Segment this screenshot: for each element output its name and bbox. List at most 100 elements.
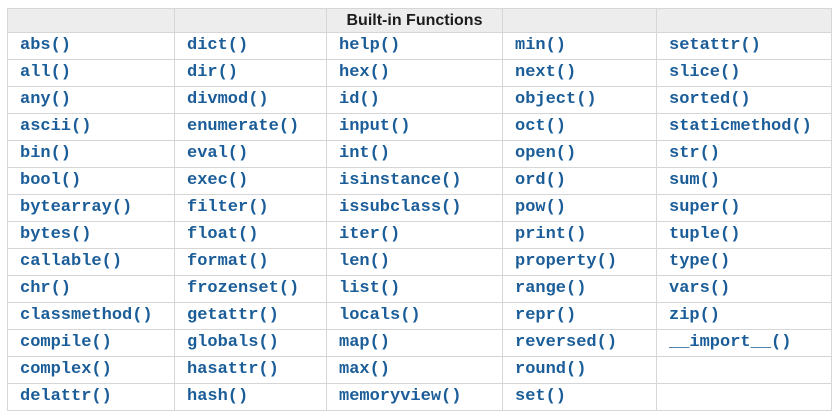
function-link[interactable]: set() (515, 387, 567, 406)
table-cell: bin() (7, 140, 175, 168)
function-link[interactable]: float() (187, 225, 259, 244)
table-cell: super() (656, 194, 832, 222)
table-title: Built-in Functions (326, 8, 503, 33)
function-link[interactable]: any() (20, 90, 72, 109)
function-link[interactable]: callable() (20, 252, 123, 271)
table-cell: map() (326, 329, 503, 357)
function-link[interactable]: tuple() (669, 225, 741, 244)
function-link[interactable]: classmethod() (20, 306, 153, 325)
function-link[interactable]: hex() (339, 63, 391, 82)
function-link[interactable]: format() (187, 252, 269, 271)
function-link[interactable]: __import__() (669, 333, 792, 352)
function-link[interactable]: delattr() (20, 387, 112, 406)
function-link[interactable]: int() (339, 144, 391, 163)
function-link[interactable]: oct() (515, 117, 567, 136)
function-link[interactable]: hasattr() (187, 360, 279, 379)
function-link[interactable]: len() (339, 252, 391, 271)
function-link[interactable]: bin() (20, 144, 72, 163)
function-link[interactable]: property() (515, 252, 618, 271)
function-link[interactable]: min() (515, 36, 567, 55)
function-link[interactable]: staticmethod() (669, 117, 812, 136)
function-link[interactable]: vars() (669, 279, 731, 298)
function-link[interactable]: slice() (669, 63, 741, 82)
function-link[interactable]: iter() (339, 225, 401, 244)
function-link[interactable]: setattr() (669, 36, 761, 55)
function-link[interactable]: type() (669, 252, 731, 271)
function-link[interactable]: ord() (515, 171, 567, 190)
table-cell: callable() (7, 248, 175, 276)
table-cell: any() (7, 86, 175, 114)
function-link[interactable]: dir() (187, 63, 239, 82)
function-link[interactable]: chr() (20, 279, 72, 298)
table-cell: staticmethod() (656, 113, 832, 141)
table-cell: bool() (7, 167, 175, 195)
table-row: all() dir() hex() next() slice() (7, 59, 832, 87)
table-cell: sorted() (656, 86, 832, 114)
table-cell: getattr() (174, 302, 327, 330)
function-link[interactable]: map() (339, 333, 391, 352)
table-cell: memoryview() (326, 383, 503, 411)
table-cell: dir() (174, 59, 327, 87)
function-link[interactable]: sorted() (669, 90, 751, 109)
function-link[interactable]: max() (339, 360, 391, 379)
function-link[interactable]: eval() (187, 144, 249, 163)
function-link[interactable]: divmod() (187, 90, 269, 109)
function-link[interactable]: enumerate() (187, 117, 300, 136)
table-cell: list() (326, 275, 503, 303)
function-link[interactable]: str() (669, 144, 721, 163)
function-link[interactable]: issubclass() (339, 198, 462, 217)
function-link[interactable]: repr() (515, 306, 577, 325)
table-cell: next() (502, 59, 657, 87)
table-cell: bytes() (7, 221, 175, 249)
function-link[interactable]: pow() (515, 198, 567, 217)
function-link[interactable]: sum() (669, 171, 721, 190)
function-link[interactable]: memoryview() (339, 387, 462, 406)
function-link[interactable]: getattr() (187, 306, 279, 325)
table-cell: divmod() (174, 86, 327, 114)
function-link[interactable]: next() (515, 63, 577, 82)
function-link[interactable]: compile() (20, 333, 112, 352)
table-cell: frozenset() (174, 275, 327, 303)
table-cell: reversed() (502, 329, 657, 357)
function-link[interactable]: round() (515, 360, 587, 379)
function-link[interactable]: ascii() (20, 117, 92, 136)
function-link[interactable]: frozenset() (187, 279, 300, 298)
function-link[interactable]: filter() (187, 198, 269, 217)
function-link[interactable]: locals() (339, 306, 421, 325)
function-link[interactable]: bool() (20, 171, 82, 190)
function-link[interactable]: list() (339, 279, 401, 298)
function-link[interactable]: open() (515, 144, 577, 163)
table-row: abs() dict() help() min() setattr() (7, 32, 832, 60)
function-link[interactable]: print() (515, 225, 587, 244)
function-link[interactable]: isinstance() (339, 171, 462, 190)
table-cell: int() (326, 140, 503, 168)
table-cell: hex() (326, 59, 503, 87)
function-link[interactable]: help() (339, 36, 401, 55)
table-cell: ord() (502, 167, 657, 195)
function-link[interactable]: bytearray() (20, 198, 133, 217)
table-cell: slice() (656, 59, 832, 87)
function-link[interactable]: input() (339, 117, 411, 136)
table-cell: zip() (656, 302, 832, 330)
function-link[interactable]: all() (20, 63, 72, 82)
table-cell: object() (502, 86, 657, 114)
function-link[interactable]: object() (515, 90, 597, 109)
function-link[interactable]: abs() (20, 36, 72, 55)
function-link[interactable]: complex() (20, 360, 112, 379)
function-link[interactable]: globals() (187, 333, 279, 352)
table-cell: compile() (7, 329, 175, 357)
table-cell: iter() (326, 221, 503, 249)
table-cell: pow() (502, 194, 657, 222)
function-link[interactable]: super() (669, 198, 741, 217)
function-link[interactable]: hash() (187, 387, 249, 406)
function-link[interactable]: exec() (187, 171, 249, 190)
function-link[interactable]: dict() (187, 36, 249, 55)
function-link[interactable]: reversed() (515, 333, 618, 352)
function-link[interactable]: range() (515, 279, 587, 298)
table-cell: all() (7, 59, 175, 87)
table-row: bin() eval() int() open() str() (7, 140, 832, 168)
table-cell: print() (502, 221, 657, 249)
function-link[interactable]: bytes() (20, 225, 92, 244)
function-link[interactable]: id() (339, 90, 380, 109)
function-link[interactable]: zip() (669, 306, 721, 325)
